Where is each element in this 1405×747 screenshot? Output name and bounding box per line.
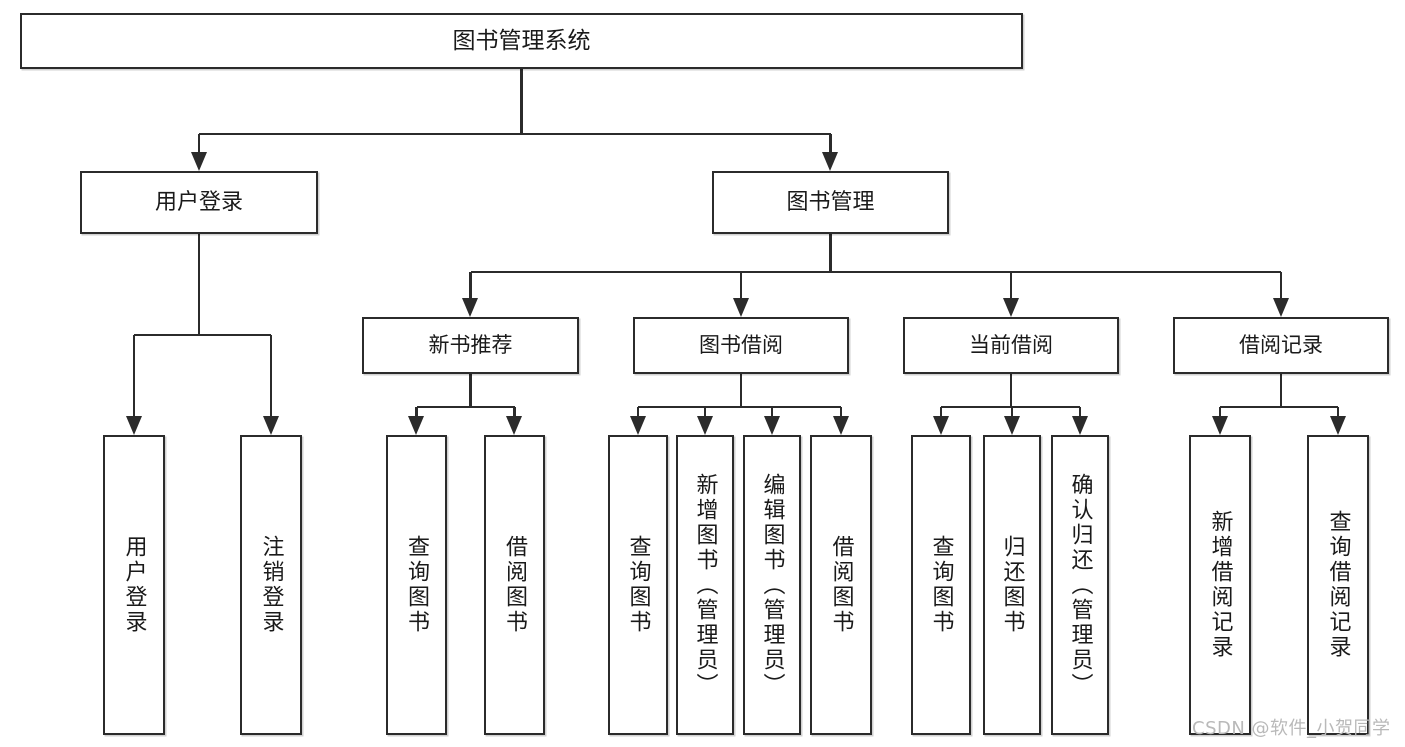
edge-bus-current-borrow (941, 405, 1080, 409)
edge-drop-new-book-recommend-leaf-borrow-book-1 (513, 407, 516, 416)
node-leaf-add-borrow-record[interactable]: 新增借阅记录 (1189, 435, 1251, 735)
node-leaf-user-login[interactable]: 用户登录 (103, 435, 165, 735)
edge-drop-current-borrow-leaf-confirm-return (1078, 407, 1082, 416)
arrow-head-leaf-return-book (1003, 416, 1020, 435)
edge-drop-user-login-leaf-user-login (132, 335, 136, 416)
node-leaf-query-borrow-record[interactable]: 查询借阅记录 (1307, 435, 1369, 735)
node-label-user-login: 用户登录 (154, 189, 243, 215)
edge-stem-new-book-recommend (469, 374, 472, 407)
node-label-leaf-borrow-book-2: 借阅图书 (828, 535, 854, 635)
node-label-leaf-return-book: 归还图书 (999, 535, 1025, 635)
node-label-leaf-query-book-1: 查询图书 (404, 535, 430, 635)
arrow-head-leaf-query-book-3 (932, 416, 949, 435)
edge-drop-book-borrow-leaf-query-book-2 (636, 407, 640, 416)
edge-drop-book-borrow-leaf-borrow-book-2 (839, 407, 843, 416)
edge-stem-book-borrow (739, 374, 743, 407)
node-label-new-book-recommend: 新书推荐 (428, 333, 513, 358)
node-label-leaf-query-book-2: 查询图书 (625, 535, 651, 635)
edge-drop-current-borrow-leaf-return-book (1010, 407, 1014, 416)
node-book-management[interactable]: 图书管理 (712, 171, 949, 234)
edge-bus-user-login (134, 333, 271, 337)
node-label-borrow-record: 借阅记录 (1239, 333, 1323, 358)
node-leaf-query-book-2[interactable]: 查询图书 (608, 435, 668, 735)
arrow-head-borrow-record (1272, 298, 1289, 317)
node-leaf-confirm-return[interactable]: 确认归还（管理员） (1051, 435, 1109, 735)
edge-stem-borrow-record (1279, 374, 1283, 407)
arrow-head-leaf-query-book-1 (408, 416, 424, 435)
node-borrow-record[interactable]: 借阅记录 (1173, 317, 1389, 374)
node-leaf-borrow-book-1[interactable]: 借阅图书 (484, 435, 545, 735)
edge-drop-book-management-new-book-recommend (469, 272, 472, 298)
arrow-head-current-borrow (1002, 298, 1019, 317)
node-label-leaf-confirm-return: 确认归还（管理员） (1067, 472, 1093, 698)
edge-drop-book-borrow-leaf-edit-book (770, 407, 774, 416)
edge-bus-book-management (470, 270, 1281, 274)
node-leaf-query-book-3[interactable]: 查询图书 (911, 435, 971, 735)
arrow-head-book-borrow (732, 298, 749, 317)
edge-drop-book-management-current-borrow (1009, 272, 1013, 298)
edge-drop-root-user-login (197, 134, 201, 152)
node-leaf-query-book-1[interactable]: 查询图书 (386, 435, 447, 735)
edge-drop-book-management-borrow-record (1279, 272, 1283, 298)
edge-stem-user-login (197, 234, 201, 335)
edge-drop-current-borrow-leaf-query-book-3 (939, 407, 943, 416)
edge-drop-book-management-book-borrow (739, 272, 743, 298)
node-label-leaf-user-login: 用户登录 (121, 535, 147, 635)
edge-drop-root-book-management (829, 134, 832, 152)
node-label-book-borrow: 图书借阅 (699, 333, 783, 358)
node-label-leaf-query-book-3: 查询图书 (928, 535, 954, 635)
arrow-head-leaf-borrow-book-2 (832, 416, 849, 435)
edge-stem-root (520, 69, 523, 134)
edge-drop-user-login-leaf-logout (269, 335, 273, 416)
node-leaf-edit-book[interactable]: 编辑图书（管理员） (743, 435, 801, 735)
node-leaf-borrow-book-2[interactable]: 借阅图书 (810, 435, 872, 735)
arrow-head-leaf-logout (262, 416, 279, 435)
node-leaf-add-book[interactable]: 新增图书（管理员） (676, 435, 734, 735)
node-label-book-management: 图书管理 (786, 189, 875, 215)
arrow-head-leaf-confirm-return (1071, 416, 1088, 435)
edge-stem-book-management (829, 234, 832, 272)
edge-drop-borrow-record-leaf-add-borrow-record (1218, 407, 1222, 416)
csdn-watermark: CSDN @软件_小贺同学 (1192, 718, 1391, 739)
node-leaf-logout[interactable]: 注销登录 (240, 435, 302, 735)
edge-drop-book-borrow-leaf-add-book (703, 407, 707, 416)
node-label-leaf-add-book: 新增图书（管理员） (692, 472, 718, 698)
edge-bus-new-book-recommend (416, 405, 515, 409)
node-root[interactable]: 图书管理系统 (20, 13, 1023, 69)
edge-bus-root (199, 132, 831, 136)
node-book-borrow[interactable]: 图书借阅 (633, 317, 849, 374)
node-label-current-borrow: 当前借阅 (969, 333, 1053, 358)
node-new-book-recommend[interactable]: 新书推荐 (362, 317, 579, 374)
arrow-head-leaf-add-borrow-record (1211, 416, 1228, 435)
node-leaf-return-book[interactable]: 归还图书 (983, 435, 1041, 735)
arrow-head-leaf-query-borrow-record (1329, 416, 1346, 435)
arrow-head-new-book-recommend (462, 298, 478, 317)
node-label-leaf-edit-book: 编辑图书（管理员） (759, 472, 785, 698)
edge-bus-borrow-record (1220, 405, 1338, 409)
node-label-leaf-query-borrow-record: 查询借阅记录 (1325, 510, 1351, 660)
arrow-head-leaf-add-book (696, 416, 713, 435)
node-user-login[interactable]: 用户登录 (80, 171, 318, 234)
node-label-root: 图书管理系统 (452, 27, 591, 54)
node-label-leaf-logout: 注销登录 (258, 535, 284, 635)
node-label-leaf-add-borrow-record: 新增借阅记录 (1207, 510, 1233, 660)
arrow-head-user-login (190, 152, 207, 171)
arrow-head-book-management (822, 152, 838, 171)
edge-drop-new-book-recommend-leaf-query-book-1 (415, 407, 418, 416)
node-label-leaf-borrow-book-1: 借阅图书 (502, 535, 528, 635)
arrow-head-leaf-user-login (125, 416, 142, 435)
edge-stem-current-borrow (1009, 374, 1013, 407)
edge-drop-borrow-record-leaf-query-borrow-record (1336, 407, 1340, 416)
arrow-head-leaf-query-book-2 (629, 416, 646, 435)
arrow-head-leaf-edit-book (763, 416, 780, 435)
node-current-borrow[interactable]: 当前借阅 (903, 317, 1119, 374)
edge-bus-book-borrow (638, 405, 841, 409)
arrow-head-leaf-borrow-book-1 (506, 416, 522, 435)
